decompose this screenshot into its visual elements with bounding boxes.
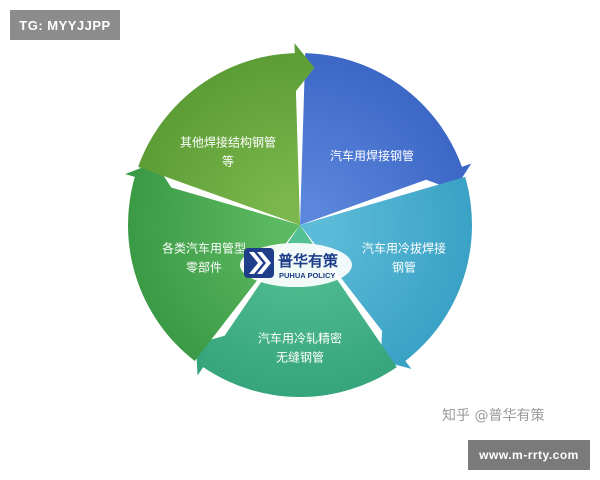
- tg-badge: TG: MYYJJPP: [10, 10, 120, 40]
- url-badge-text: www.m-rrty.com: [479, 448, 579, 462]
- segment-welded-steel-tube: [300, 53, 472, 225]
- segment-label-tubular-components: 各类汽车用管型零部件: [162, 241, 246, 275]
- segment-label-cold-rolled-seamless-tube: 汽车用冷轧精密无缝钢管: [258, 331, 342, 365]
- segment-other-welded-tubes: [138, 43, 315, 225]
- segment-label-cold-drawn-welded-tube: 汽车用冷拔焊接钢管: [362, 241, 446, 275]
- segment-cold-drawn-welded-tube: [300, 176, 472, 369]
- url-badge: www.m-rrty.com: [468, 440, 590, 470]
- center-logo: 普华有策 PUHUA POLICY: [244, 248, 339, 280]
- segment-cold-rolled-seamless-tube: [195, 225, 397, 397]
- tg-badge-text: TG: MYYJJPP: [19, 17, 111, 33]
- zhihu-watermark: 知乎 @普华有策: [442, 408, 545, 424]
- logo-name-cn: 普华有策: [278, 252, 339, 270]
- diagram-segments: [125, 43, 472, 397]
- segment-tubular-components: [125, 162, 300, 361]
- segment-label-other-welded-tubes: 其他焊接结构钢管等: [180, 135, 276, 169]
- logo-name-en: PUHUA POLICY: [279, 271, 335, 280]
- puhua-logo-icon: [244, 248, 274, 278]
- segment-label-welded-steel-tube: 汽车用焊接钢管: [330, 148, 414, 163]
